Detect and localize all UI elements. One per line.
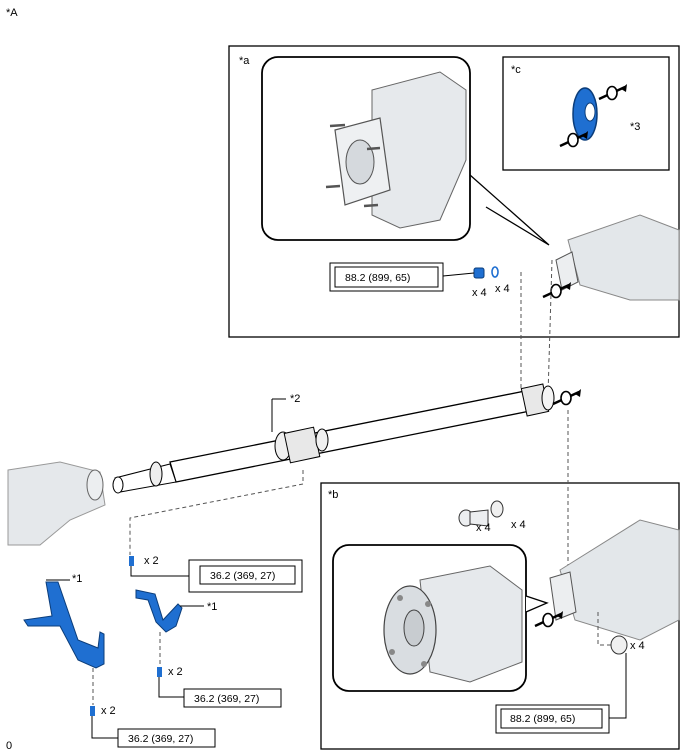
alignment-mark-icon (551, 387, 583, 406)
qty-nut-a: x 4 (472, 287, 487, 299)
torque-bracket-mid (183, 688, 282, 708)
leader-bracket-mid (158, 677, 184, 698)
torque-rear-flange-value: 88.2 (899, 65) (345, 272, 410, 284)
rear-differential-housing (555, 214, 680, 301)
center-bearing-bracket-right (135, 589, 183, 633)
bolt-b (458, 509, 489, 527)
torque-rear-flange-inner (334, 266, 439, 288)
torque-bracket-lower (117, 728, 216, 748)
dash-link-nut-b (597, 612, 612, 646)
corner-label: 0 (6, 740, 12, 752)
torque-front-flange-value: 88.2 (899, 65) (510, 713, 575, 725)
callout-3: *3 (630, 121, 640, 133)
torque-bracket-mid-value: 36.2 (369, 27) (194, 693, 259, 705)
torque-bracket-upper-inner (199, 565, 296, 585)
front-flange-closeup (383, 565, 523, 683)
inset-pointer-b (525, 595, 549, 613)
dash-link-a2 (547, 259, 553, 396)
torque-bracket-upper-value: 36.2 (369, 27) (210, 570, 275, 582)
qty-bolt-mid: x 2 (168, 666, 183, 678)
nut-b (610, 635, 628, 655)
bolt-lower (90, 706, 95, 716)
torque-bracket-lower-value: 36.2 (369, 27) (128, 733, 193, 745)
front-differential-housing (549, 519, 680, 641)
bolt-upper (129, 556, 134, 566)
alignment-mark-icon (597, 82, 629, 101)
inset-pointer-a (469, 174, 550, 246)
detail-box-a (228, 45, 680, 338)
leader-rear-flange (442, 272, 475, 277)
leader-bracket-upper (130, 566, 200, 577)
leader-front-flange (602, 653, 627, 719)
torque-rear-flange (329, 262, 444, 292)
torque-front-flange-inner (500, 708, 603, 729)
dust-deflector-part-3 (572, 87, 598, 141)
qty-bolt-b: x 4 (476, 522, 491, 534)
nut-a (473, 267, 485, 279)
leader-bracket-lower (91, 716, 118, 739)
callout-b: *b (328, 489, 338, 501)
callout-1a: *1 (72, 573, 82, 585)
center-bearing-bracket-left (23, 581, 105, 669)
qty-washer-a: x 4 (495, 283, 510, 295)
figure-id: *A (6, 7, 18, 19)
callout-1b: *1 (207, 601, 217, 613)
propeller-shaft-assembly-2 (112, 383, 555, 494)
rear-flange-closeup (325, 71, 467, 229)
qty-bolt-upper: x 2 (144, 555, 159, 567)
qty-bolt-lower: x 2 (101, 705, 116, 717)
dash-link-center (129, 470, 304, 555)
callout-c: *c (511, 64, 521, 76)
bolt-mid (157, 667, 162, 677)
detail-box-c (502, 56, 670, 171)
torque-bracket-upper (188, 559, 303, 593)
transfer-case-housing (7, 461, 106, 546)
washer-b (490, 500, 504, 518)
washer-a (491, 266, 499, 278)
callout-a: *a (239, 55, 250, 67)
qty-nut-b: x 4 (630, 640, 645, 652)
callout-2: *2 (290, 393, 300, 405)
qty-washer-b: x 4 (511, 519, 526, 531)
